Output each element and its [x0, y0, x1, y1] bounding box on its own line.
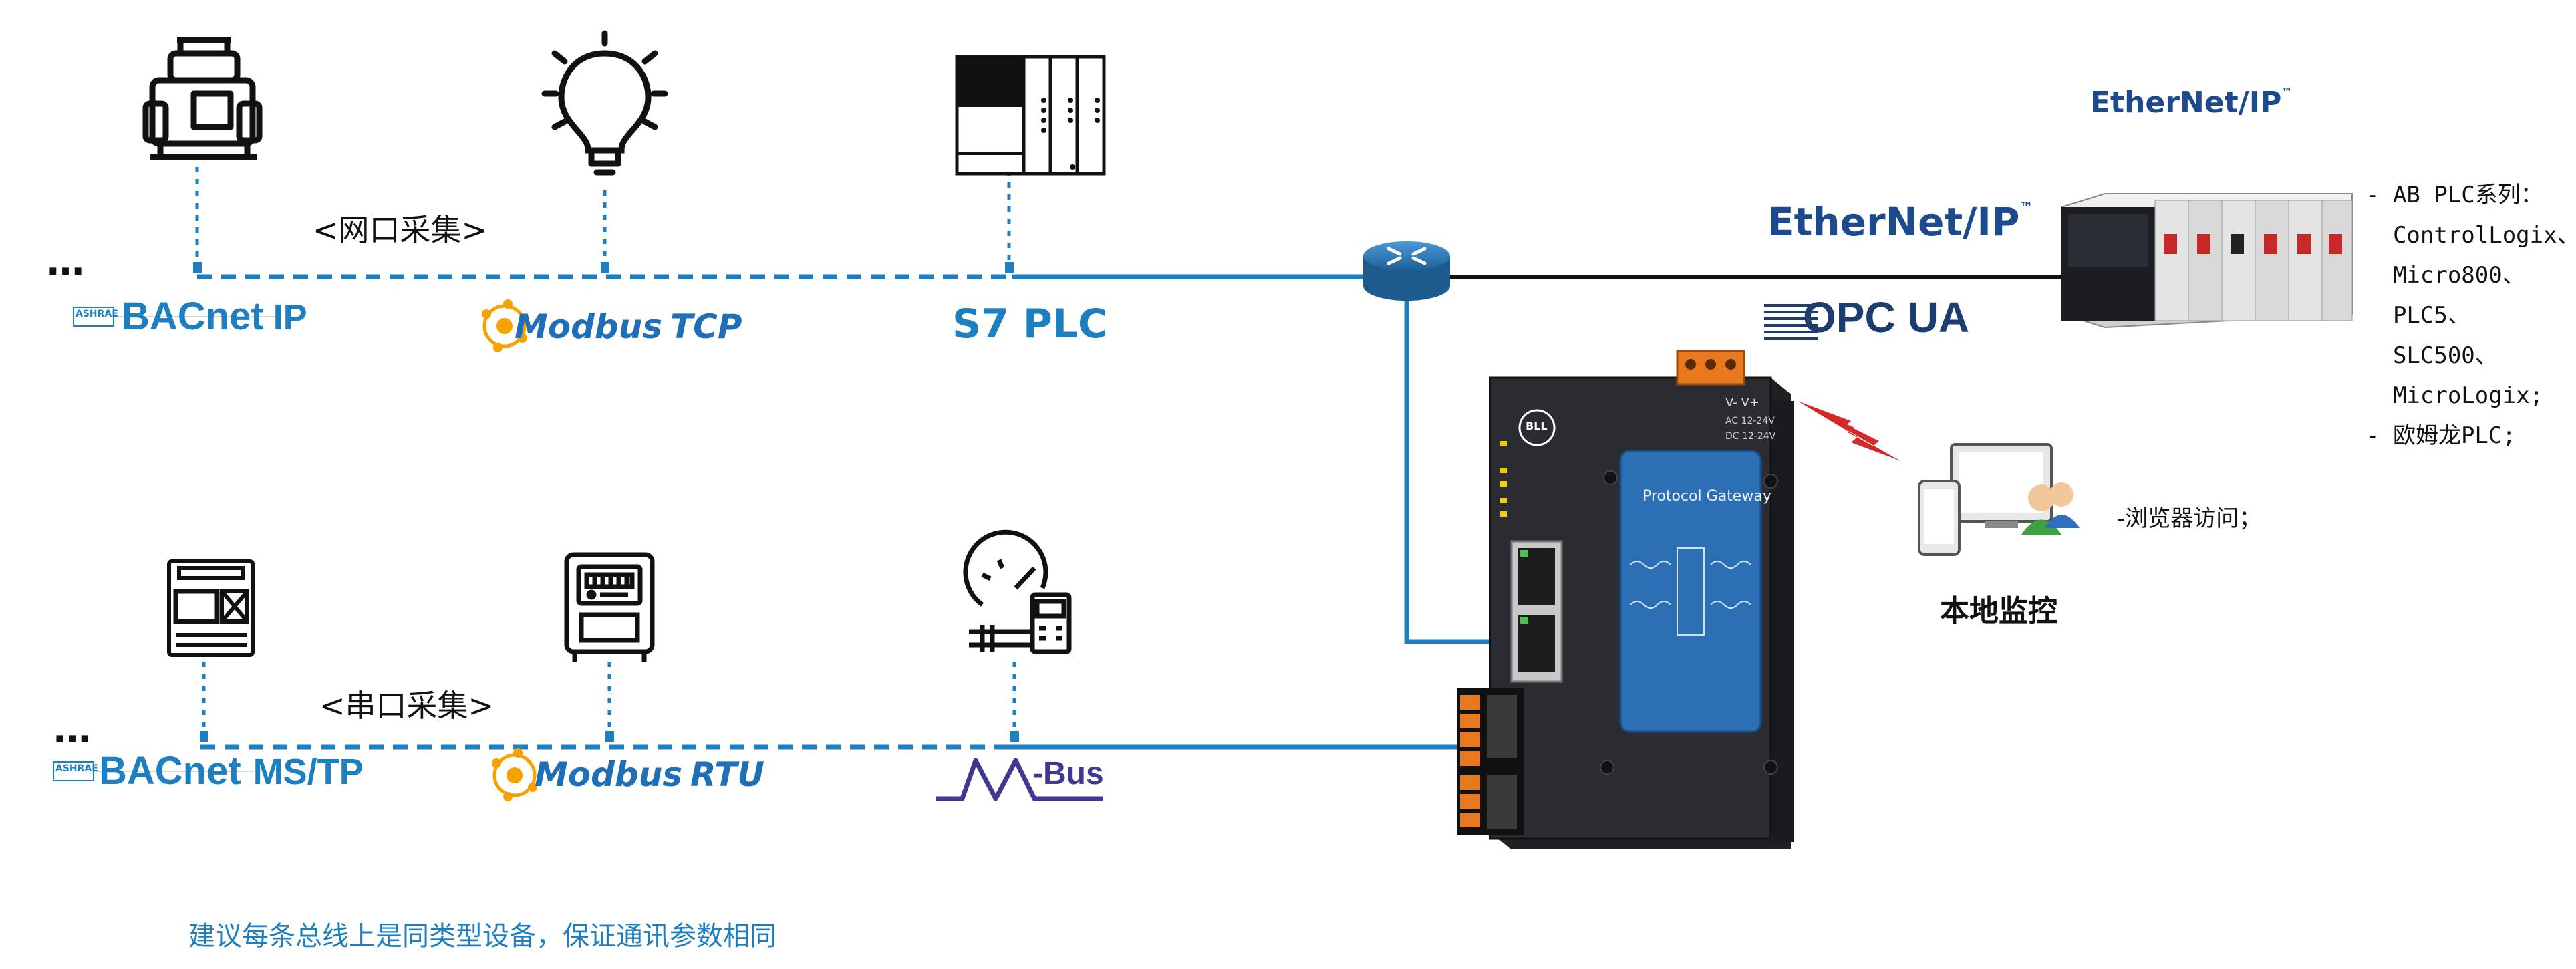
- ashrae-badge-bottom: [53, 761, 254, 781]
- monitoring-devices-icon: [1918, 443, 2080, 556]
- modbus-tcp-brand: Modbus: [515, 307, 663, 346]
- s7-plc-label: S7 PLC: [952, 301, 1108, 348]
- opc-text: OPC: [1803, 293, 1896, 341]
- bacnet-brand-text: BACnet: [122, 295, 264, 338]
- plc-list-item: ControlLogix、: [2366, 222, 2576, 249]
- hvac-controller-icon: [167, 559, 255, 657]
- more-devices-ellipsis-top: …: [47, 241, 87, 284]
- ethernet-ip-logo-top: EtherNet/IP™: [2090, 86, 2293, 120]
- flow-meter-icon: [963, 529, 1072, 654]
- protocol-gateway-device: [1457, 350, 1794, 849]
- ab-plc-rack-image: [2061, 193, 2353, 329]
- plc-list-item: - AB PLC系列：: [2366, 182, 2543, 209]
- modbus-logo-bottom: [492, 748, 537, 801]
- s7-plc-icon: [955, 55, 1106, 176]
- ashrae-text-top: ASHRAE: [76, 309, 118, 319]
- bus-recommendation-note: 建议每条总线上是同类型设备，保证通讯参数相同: [188, 921, 776, 952]
- gateway-power-dc: DC 12-24V: [1725, 431, 1776, 442]
- network-bus: [193, 167, 1377, 279]
- lightbulb-icon: [541, 30, 668, 176]
- network-collection-label: <网口采集>: [313, 212, 488, 248]
- modbus-rtu-brand: Modbus: [535, 755, 683, 794]
- plc-list-item: SLC500、: [2366, 342, 2498, 369]
- modbus-rtu-suffix: RTU: [690, 755, 765, 794]
- serial-collection-label: <串口采集>: [319, 688, 494, 724]
- bacnet-brand-text-bottom: BACnet: [99, 749, 241, 793]
- local-monitor-label: 本地监控: [1940, 594, 2057, 628]
- ashrae-badge-top: [73, 307, 281, 327]
- modbus-tcp-suffix: TCP: [670, 307, 742, 346]
- bacnet-mstp-suffix: MS/TP: [253, 752, 364, 792]
- mbus-logo-wave: [936, 758, 1103, 801]
- mbus-logo-text: -Bus: [1032, 756, 1104, 791]
- serial-bus: [200, 662, 1470, 750]
- router-links: [1404, 275, 2065, 644]
- ua-text: UA: [1907, 293, 1970, 341]
- ethernet-ip-tm-main: ™: [2019, 199, 2033, 215]
- plc-list-item: - 欧姆龙PLC;: [2366, 422, 2516, 449]
- opc-ua-logo-stripes: [1764, 304, 1818, 340]
- bacnet-mstp-logo: BACnet MS/TP: [99, 748, 364, 793]
- gateway-brand: BLL: [1526, 420, 1548, 432]
- plc-list-item: Micro800、: [2366, 262, 2525, 289]
- plc-list-item: PLC5、: [2366, 302, 2470, 329]
- plc-support-list: - AB PLC系列： ControlLogix、 Micro800、 PLC5…: [2366, 175, 2576, 456]
- gateway-power-label: V- V+: [1725, 396, 1759, 410]
- gateway-power-ac: AC 12-24V: [1725, 416, 1775, 426]
- more-devices-ellipsis-bottom: …: [53, 708, 94, 752]
- ethernet-ip-tm-top: ™: [2281, 86, 2293, 98]
- browser-access-label: -浏览器访问；: [2117, 505, 2262, 532]
- router-icon: [1363, 241, 1450, 301]
- ethernet-ip-logo-main: EtherNet/IP™: [1767, 199, 2033, 245]
- modbus-logo-top: [482, 299, 527, 352]
- bacnet-ip-suffix: IP: [273, 297, 307, 337]
- gateway-title: Protocol Gateway: [1642, 488, 1771, 505]
- ashrae-text-bottom: ASHRAE: [55, 763, 98, 774]
- electric-meter-icon: [564, 552, 655, 662]
- plc-list-item: MicroLogix;: [2366, 382, 2544, 409]
- compressor-icon: [142, 37, 263, 160]
